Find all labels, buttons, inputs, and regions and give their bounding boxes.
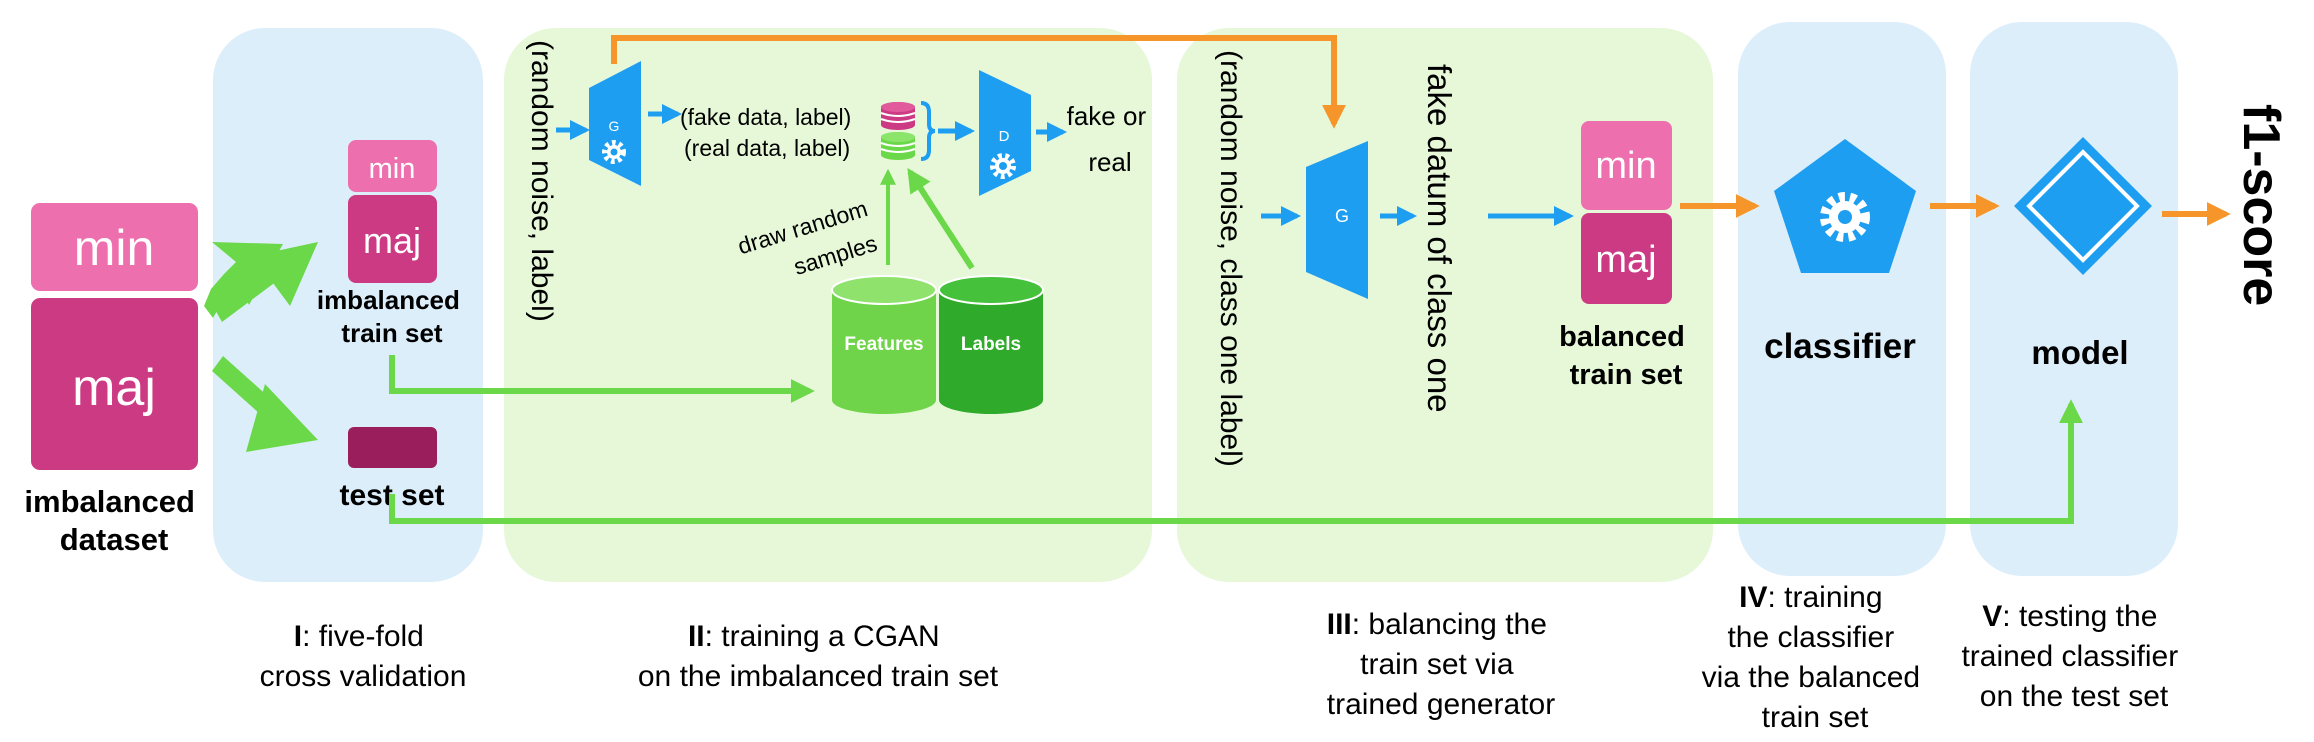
stage5-panel <box>1970 22 2178 576</box>
split-arrow-train-body <box>213 266 277 322</box>
stage2-caption: II: training a CGAN on the imbalanced tr… <box>638 620 999 693</box>
stage3-generator <box>1306 141 1368 299</box>
samples-to-real-pair-arrow <box>907 167 975 270</box>
features-database-icon <box>831 275 937 414</box>
stage3-input-label: (random noise, class one label) <box>1214 50 1247 467</box>
dataset-label: imbalanced dataset <box>24 484 203 557</box>
dataset-min-label: min <box>74 220 155 276</box>
stage3-generator-letter: G <box>1335 206 1349 226</box>
stage4-caption: IV: training the classifier via the bala… <box>1702 581 1929 734</box>
train-to-features-arrow <box>389 355 815 403</box>
balanced-maj-label: maj <box>1595 239 1656 281</box>
stage5-caption: V: testing the trained classifier on the… <box>1961 600 2186 713</box>
real-pair-label: (real data, label) <box>684 135 850 161</box>
model-diamond-inner <box>2026 149 2140 263</box>
balanced-min-label: min <box>1595 145 1656 187</box>
split-arrow-test-head <box>246 384 318 452</box>
stage3-caption: III: balancing the train set via trained… <box>1327 608 1556 721</box>
generator-gear-icon <box>602 140 626 164</box>
discriminator <box>979 70 1031 196</box>
train-maj-block <box>348 195 437 283</box>
imbalanced-train-set-label: imbalanced train set <box>317 285 467 348</box>
fake-datum-label: fake datum of class one <box>1421 64 1458 413</box>
discriminator-gear-icon <box>990 153 1016 179</box>
cgan-input-label: (random noise, label) <box>525 40 558 322</box>
stage4-panel <box>1738 22 1946 576</box>
split-arrow-train-head <box>253 242 318 306</box>
dataset-maj-label: maj <box>72 359 156 417</box>
classifier-gear-icon <box>1820 192 1870 242</box>
balanced-maj-block <box>1581 213 1672 304</box>
test-to-model-arrow <box>389 399 2083 524</box>
real-data-stack-icon <box>880 132 916 160</box>
classifier-label: classifier <box>1764 327 1916 366</box>
features-label: Features <box>844 334 923 355</box>
cgan-generator <box>589 61 641 186</box>
fake-pair-label: (fake data, label) <box>680 104 851 130</box>
balanced-min-block <box>1581 121 1672 210</box>
model-label: model <box>2031 334 2128 371</box>
train-maj-label: maj <box>363 220 421 261</box>
f1-score-label: f1-score <box>2232 104 2290 306</box>
balanced-train-set-label: balanced train set <box>1559 321 1693 391</box>
stage1-caption: I: five-fold cross validation <box>260 620 467 693</box>
discriminator-letter: D <box>999 128 1010 145</box>
cgan-generator-letter: G <box>609 118 620 134</box>
test-set-block <box>348 427 437 468</box>
model-diamond-icon <box>2014 137 2152 275</box>
fake-or-real-label: fake or real <box>1067 101 1154 177</box>
dataset-maj-block <box>31 298 198 470</box>
pair-brace <box>920 101 936 161</box>
transfer-generator-arrow <box>611 35 1346 129</box>
train-min-label: min <box>369 153 416 185</box>
labels-database-icon <box>938 275 1044 414</box>
labels-label: Labels <box>961 334 1021 355</box>
train-min-block <box>348 140 437 192</box>
dataset-min-block <box>31 203 198 291</box>
fake-data-stack-icon <box>880 102 916 130</box>
